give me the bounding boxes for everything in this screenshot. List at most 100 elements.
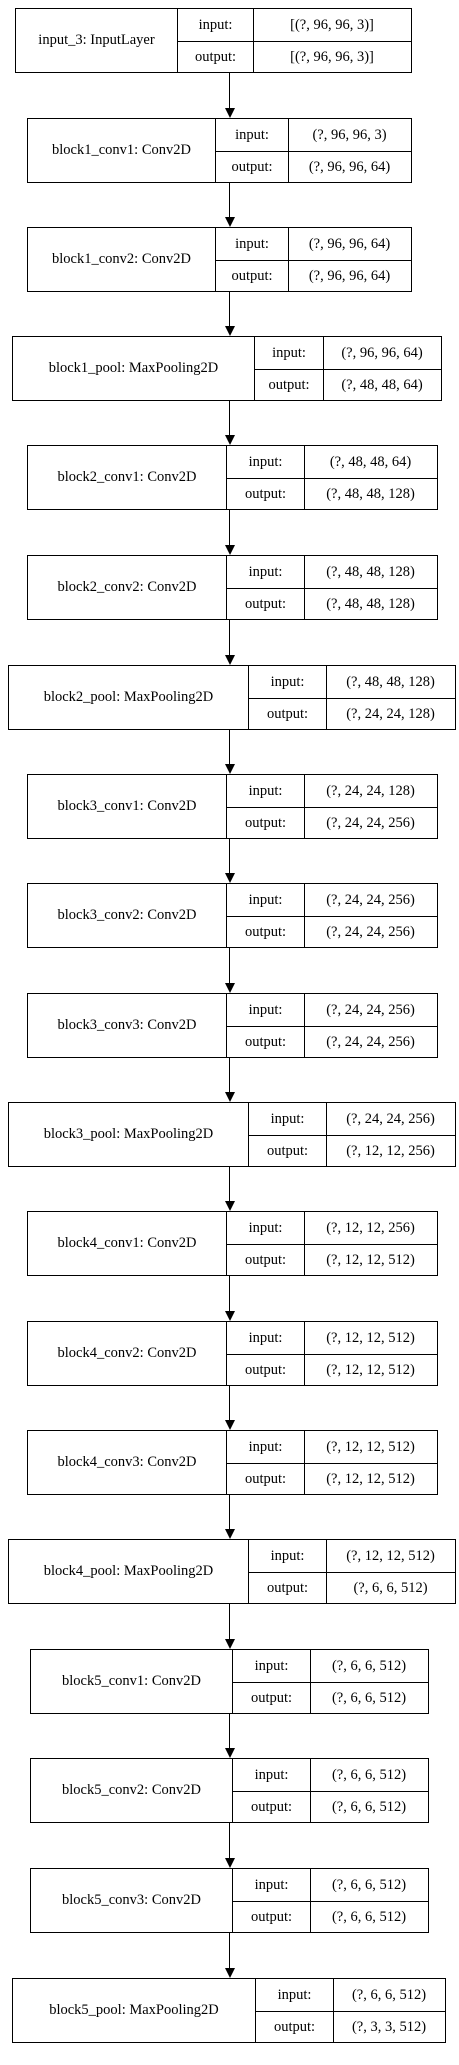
input-shape: [(?, 96, 96, 3)]: [290, 16, 374, 33]
output-shape: (?, 24, 24, 256): [326, 814, 415, 831]
layer-io-table: input: (?, 48, 48, 64) output: (?, 48, 4…: [227, 446, 437, 509]
layer-io-table: input: (?, 96, 96, 64) output: (?, 48, 4…: [255, 337, 441, 400]
input-shape: (?, 12, 12, 512): [326, 1329, 415, 1346]
layer-name: block3_conv3: Conv2D: [28, 994, 227, 1057]
input-row: input: [(?, 96, 96, 3)]: [178, 9, 411, 41]
output-row: output: (?, 24, 24, 128): [249, 697, 455, 729]
input-label: input:: [178, 9, 254, 41]
input-shape: (?, 12, 12, 256): [326, 1219, 415, 1236]
input-shape: (?, 24, 24, 256): [326, 891, 415, 908]
layer-node: input_3: InputLayer input: [(?, 96, 96, …: [15, 8, 412, 73]
input-label: input:: [249, 1540, 327, 1572]
layer-io-table: input: (?, 96, 96, 3) output: (?, 96, 96…: [216, 119, 411, 182]
layer-name: block4_conv2: Conv2D: [28, 1322, 227, 1385]
output-shape: (?, 24, 24, 256): [326, 923, 415, 940]
connector-line: [229, 1823, 230, 1858]
input-label: input:: [216, 119, 289, 151]
output-label: output:: [233, 1682, 311, 1713]
arrow-down-icon: [225, 1311, 235, 1321]
input-shape: (?, 48, 48, 128): [326, 563, 415, 580]
output-shape: (?, 12, 12, 256): [346, 1142, 435, 1159]
output-label: output:: [227, 1244, 305, 1275]
input-shape: (?, 24, 24, 256): [346, 1110, 435, 1127]
layer-io-table: input: (?, 24, 24, 256) output: (?, 12, …: [249, 1103, 455, 1166]
output-label: output:: [227, 588, 305, 619]
input-label: input:: [255, 337, 324, 369]
input-label: input:: [227, 1212, 305, 1244]
arrow-down-icon: [225, 326, 235, 336]
connector-line: [229, 1386, 230, 1420]
output-row: output: (?, 12, 12, 256): [249, 1134, 455, 1166]
output-shape: (?, 6, 6, 512): [331, 1689, 407, 1706]
connector-line: [229, 73, 230, 108]
output-row: output: (?, 24, 24, 256): [227, 915, 437, 947]
input-shape: (?, 6, 6, 512): [331, 1766, 407, 1783]
layer-io-table: input: (?, 12, 12, 512) output: (?, 12, …: [227, 1431, 437, 1494]
output-row: output: (?, 6, 6, 512): [233, 1681, 428, 1713]
layer-node: block4_pool: MaxPooling2D input: (?, 12,…: [8, 1539, 456, 1604]
input-label: input:: [227, 994, 305, 1026]
input-label: input:: [249, 666, 327, 698]
arrow-down-icon: [225, 655, 235, 665]
layer-node: block5_pool: MaxPooling2D input: (?, 6, …: [12, 1978, 446, 2043]
output-label: output:: [249, 698, 327, 729]
layer-name: block3_conv1: Conv2D: [28, 775, 227, 838]
layer-io-table: input: (?, 6, 6, 512) output: (?, 6, 6, …: [233, 1869, 428, 1932]
input-label: input:: [233, 1759, 311, 1791]
output-shape: (?, 12, 12, 512): [326, 1470, 415, 1487]
input-label: input:: [227, 556, 305, 588]
input-shape: (?, 24, 24, 128): [326, 782, 415, 799]
arrow-down-icon: [225, 1858, 235, 1868]
connector-line: [229, 401, 230, 435]
layer-name: block4_pool: MaxPooling2D: [9, 1540, 249, 1603]
arrow-down-icon: [225, 1639, 235, 1649]
layer-io-table: input: (?, 96, 96, 64) output: (?, 96, 9…: [216, 228, 411, 291]
output-row: output: (?, 24, 24, 256): [227, 1025, 437, 1057]
arrow-down-icon: [225, 217, 235, 227]
output-row: output: (?, 48, 48, 128): [227, 587, 437, 619]
layer-io-table: input: (?, 48, 48, 128) output: (?, 48, …: [227, 556, 437, 619]
output-row: output: (?, 3, 3, 512): [256, 2010, 445, 2042]
layer-name: block4_conv1: Conv2D: [28, 1212, 227, 1275]
input-label: input:: [233, 1650, 311, 1682]
input-label: input:: [227, 884, 305, 916]
layer-node: block2_conv2: Conv2D input: (?, 48, 48, …: [27, 555, 438, 620]
layer-name: block3_conv2: Conv2D: [28, 884, 227, 947]
output-row: output: (?, 6, 6, 512): [233, 1790, 428, 1822]
layer-node: block3_pool: MaxPooling2D input: (?, 24,…: [8, 1102, 456, 1167]
arrow-down-icon: [225, 1968, 235, 1978]
output-row: output: (?, 48, 48, 64): [255, 368, 441, 400]
input-label: input:: [233, 1869, 311, 1901]
output-shape: (?, 6, 6, 512): [331, 1798, 407, 1815]
layer-io-table: input: (?, 24, 24, 256) output: (?, 24, …: [227, 884, 437, 947]
arrow-down-icon: [225, 1748, 235, 1758]
input-row: input: (?, 12, 12, 512): [249, 1540, 455, 1572]
arrow-down-icon: [225, 435, 235, 445]
connector-line: [229, 1058, 230, 1092]
input-label: input:: [227, 1431, 305, 1463]
input-label: input:: [227, 446, 305, 478]
input-row: input: (?, 6, 6, 512): [233, 1650, 428, 1682]
arrow-down-icon: [225, 983, 235, 993]
layer-io-table: input: (?, 6, 6, 512) output: (?, 6, 6, …: [233, 1650, 428, 1713]
input-row: input: (?, 48, 48, 128): [249, 666, 455, 698]
layer-io-table: input: (?, 48, 48, 128) output: (?, 24, …: [249, 666, 455, 729]
input-row: input: (?, 48, 48, 64): [227, 446, 437, 478]
output-row: output: (?, 12, 12, 512): [227, 1243, 437, 1275]
input-row: input: (?, 12, 12, 512): [227, 1322, 437, 1354]
connector-line: [229, 1933, 230, 1968]
layer-node: block3_conv3: Conv2D input: (?, 24, 24, …: [27, 993, 438, 1058]
input-row: input: (?, 12, 12, 256): [227, 1212, 437, 1244]
input-shape: (?, 48, 48, 128): [346, 673, 435, 690]
connector-line: [229, 292, 230, 326]
layer-io-table: input: (?, 12, 12, 512) output: (?, 12, …: [227, 1322, 437, 1385]
output-shape: (?, 48, 48, 128): [326, 595, 415, 612]
input-label: input:: [227, 1322, 305, 1354]
layer-name: block5_pool: MaxPooling2D: [13, 1979, 256, 2042]
connector-line: [229, 730, 230, 764]
layer-name: block2_conv1: Conv2D: [28, 446, 227, 509]
input-row: input: (?, 24, 24, 256): [227, 994, 437, 1026]
output-shape: (?, 24, 24, 256): [326, 1033, 415, 1050]
input-shape: (?, 6, 6, 512): [351, 1986, 427, 2003]
connector-line: [229, 1495, 230, 1529]
